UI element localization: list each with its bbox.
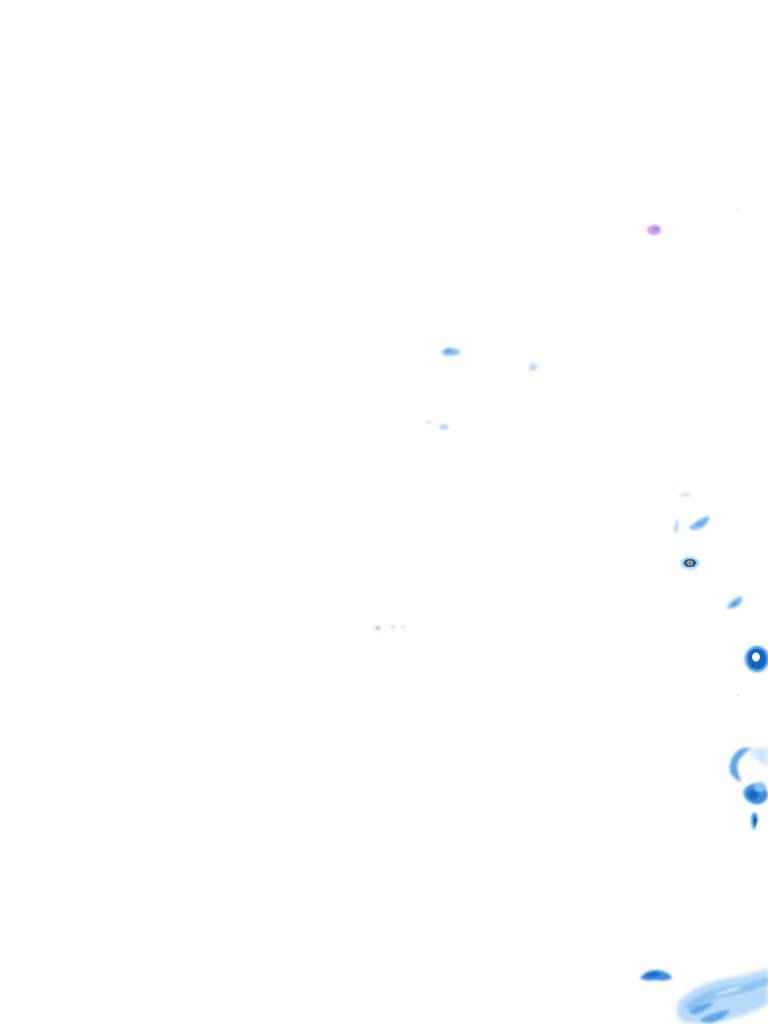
echo-cells-east [674, 493, 768, 696]
echo-band-southeast [729, 747, 768, 830]
echo-band-south [640, 968, 768, 1024]
echo-faint-line [375, 625, 405, 630]
echo-cluster-center [426, 348, 537, 430]
echo-mixed-north [647, 209, 739, 235]
